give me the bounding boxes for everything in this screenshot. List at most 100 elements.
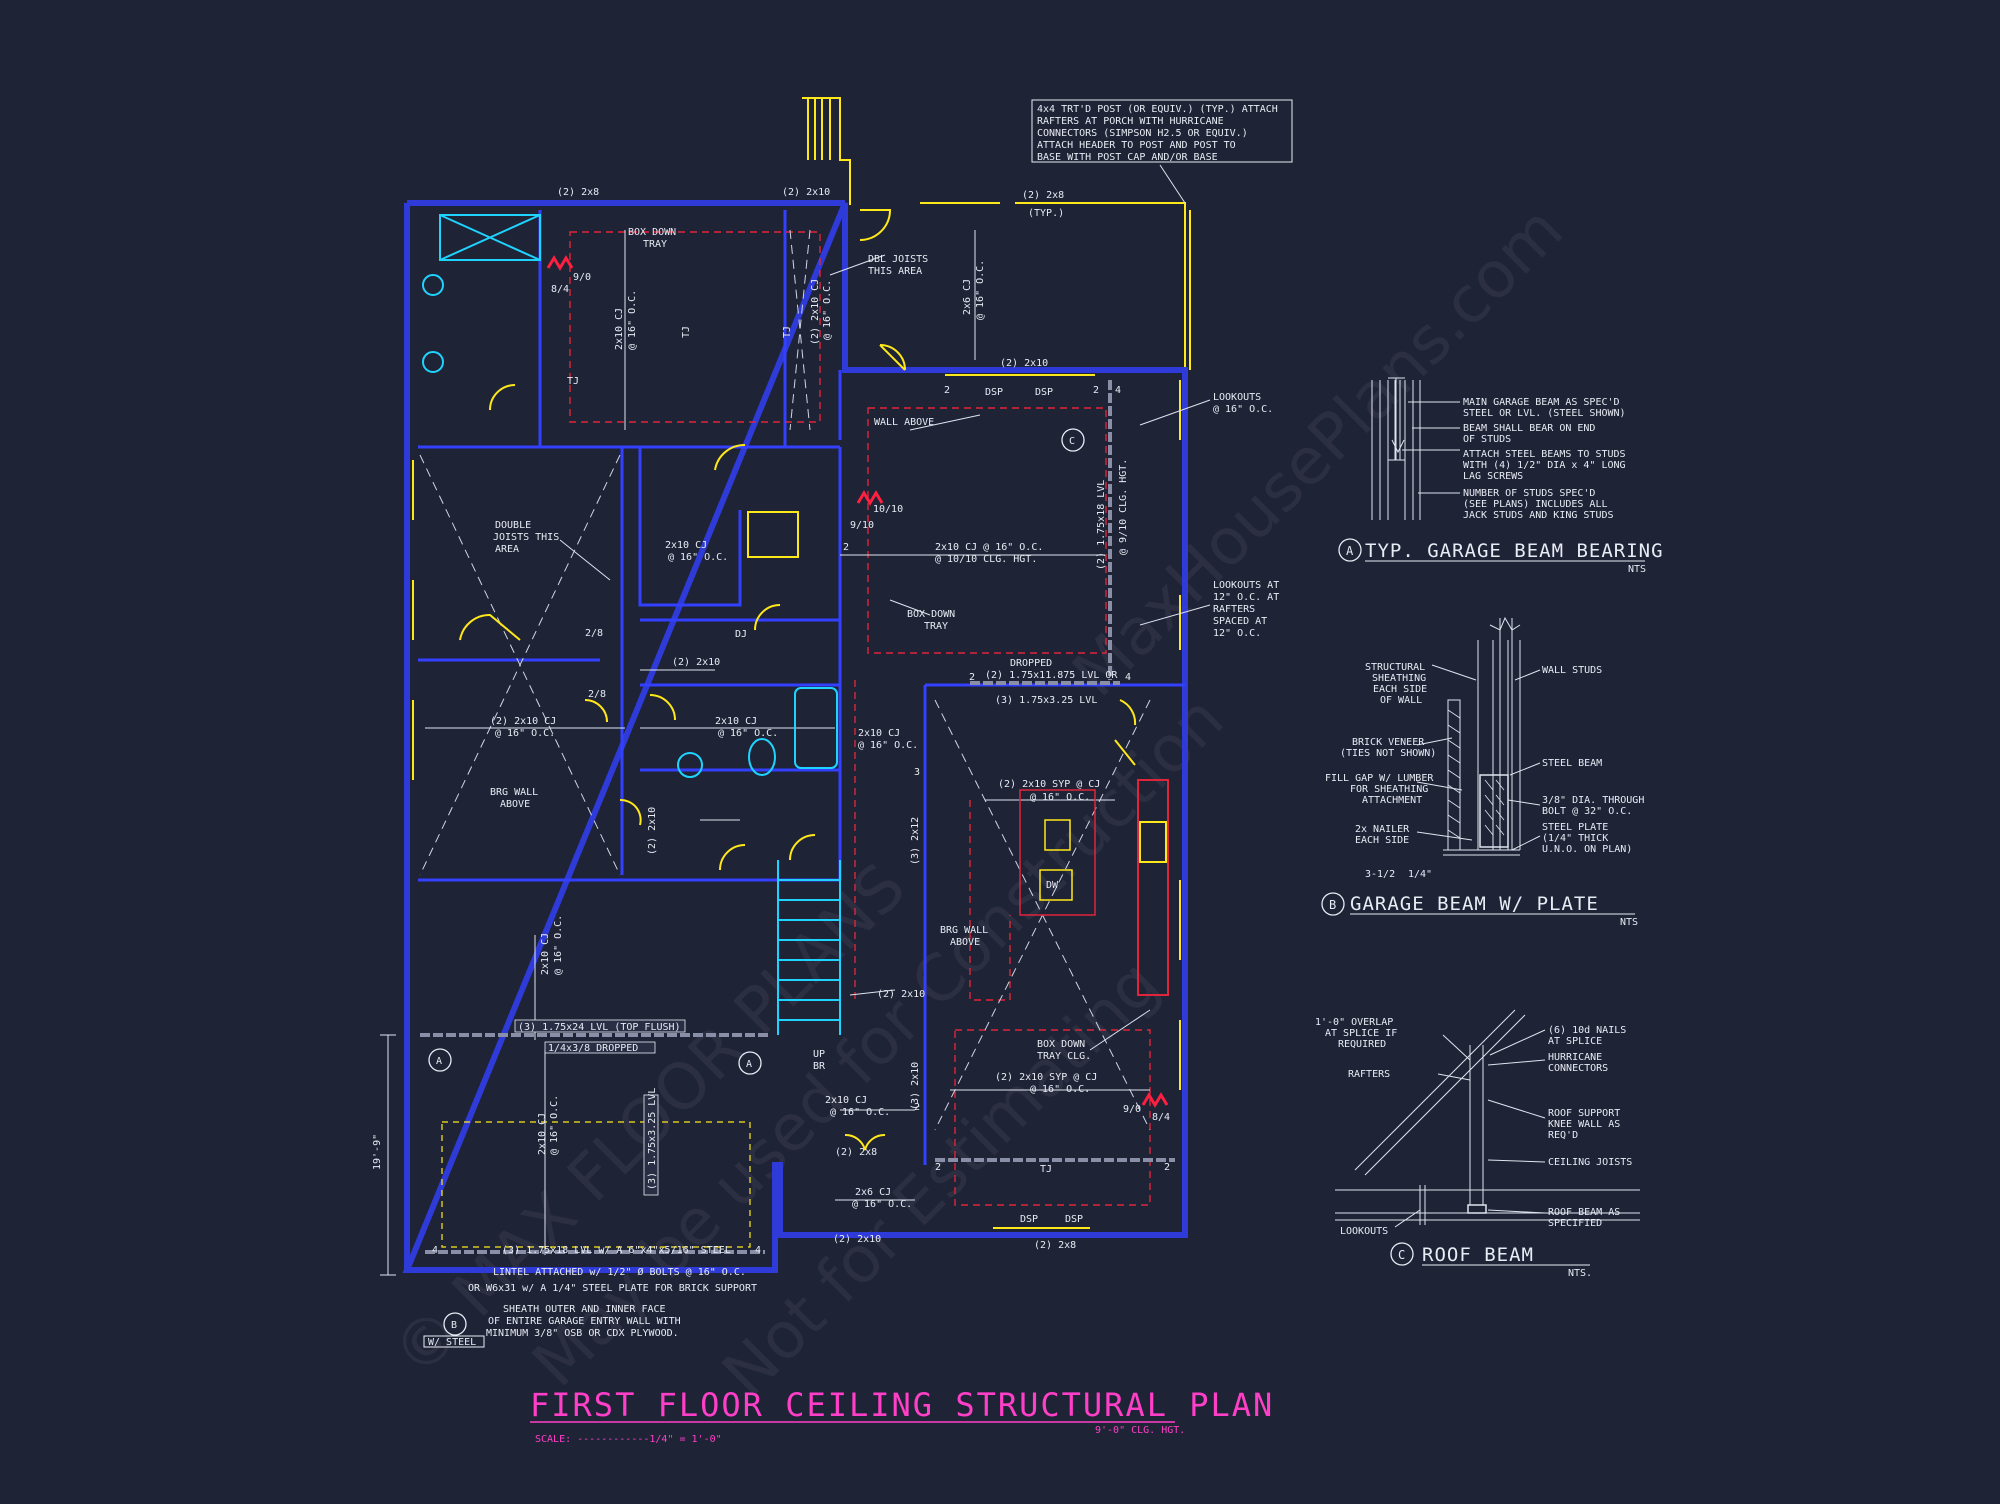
stair-up-label: UP — [813, 1049, 825, 1060]
cj-label: @ 16" O.C. — [852, 1199, 912, 1210]
header-label: (2) 2x10 — [647, 807, 658, 855]
header-label: (3) 2x12 — [910, 817, 921, 865]
wall-above-label: WALL ABOVE — [874, 417, 934, 428]
garage-depth-dim — [380, 1034, 396, 1276]
door-size: 9/0 — [573, 272, 591, 283]
post-count: 2 — [944, 385, 950, 396]
lintel-note: LINTEL ATTACHED w/ 1/2" Ø BOLTS @ 16" O.… — [493, 1266, 746, 1278]
header-label: (2) 2x10 — [877, 989, 925, 1000]
detail-a-note: NUMBER OF STUDS SPEC'D — [1463, 488, 1595, 499]
callout-a-circle — [428, 1048, 452, 1072]
detail-b-note: ATTACHMENT — [1362, 795, 1422, 806]
header-label: (2) 2x10 — [672, 657, 720, 668]
detail-b-note: STEEL PLATE — [1542, 822, 1608, 833]
cj-label: @ 16" O.C. — [718, 728, 778, 739]
sheet-title-block: FIRST FLOOR CEILING STRUCTURAL PLAN SCAL… — [530, 1386, 1272, 1445]
callout-c: C — [1069, 436, 1075, 447]
detail-a-note: BEAM SHALL BEAR ON END — [1463, 423, 1595, 434]
plan-labels: (2) 2x8 (2) 2x10 (2) 2x8 (TYP.) BOX DOWN… — [372, 187, 1279, 1348]
detail-c-lookout-post — [1419, 1185, 1426, 1225]
w-steel-box — [423, 1335, 485, 1348]
kitchen-counter — [1137, 779, 1169, 996]
sink-1 — [422, 274, 444, 296]
cj-label: @ 16" O.C. — [627, 290, 638, 350]
detail-c-roof-beam — [1467, 1204, 1487, 1214]
lookouts-label: RAFTERS — [1213, 604, 1255, 615]
dbl-joists-label: DBL JOISTS — [868, 254, 928, 265]
detail-b-break — [1489, 616, 1521, 631]
dsp-label: DSP — [1035, 387, 1053, 398]
tray-outline-2 — [867, 407, 1107, 654]
lvl-tag-box-v — [643, 1094, 659, 1196]
detail-a-steel-beam — [1388, 377, 1405, 461]
post-count: 3 — [914, 767, 920, 778]
sheet-ceiling-height: 9'-0" CLG. HGT. — [1095, 1425, 1185, 1436]
typ-label: (TYP.) — [1028, 208, 1064, 219]
door-size: 10/10 — [873, 504, 903, 515]
dsp-label: DSP — [1020, 1214, 1038, 1225]
detail-a-title: TYP. GARAGE BEAM BEARING — [1365, 540, 1664, 562]
cj-label: 2x10 CJ — [614, 308, 625, 350]
span-arrows — [425, 230, 1150, 1255]
garage-door-outline — [441, 1121, 751, 1248]
double-joist-x — [419, 454, 621, 876]
tj-label: TJ — [681, 326, 692, 338]
stair-br-label: BR — [813, 1061, 826, 1072]
detail-c-note: SPECIFIED — [1548, 1218, 1602, 1229]
dbl-joist-x — [789, 229, 811, 431]
lvl-tag-box-2 — [544, 1041, 656, 1054]
dimension-label: 19'-9" — [372, 1134, 383, 1170]
brg-wall-label: ABOVE — [500, 799, 530, 810]
porch-header — [920, 202, 1186, 370]
cj-label: @ 16" O.C. — [549, 1095, 560, 1155]
post-count: 2 — [843, 542, 849, 553]
detail-b-beam-hatch — [1484, 779, 1505, 836]
header-label: (2) 2x10 — [833, 1234, 881, 1245]
cj-label: @ 16" O.C. — [822, 280, 833, 340]
lvl-label: (3) 1.75x24 LVL (TOP FLUSH) — [518, 1022, 681, 1033]
brg-wall-label: BRG WALL — [940, 925, 988, 936]
detail-b-note: 3/8" DIA. THROUGH — [1542, 795, 1644, 806]
porch-note-line-5: BASE WITH POST CAP AND/OR BASE — [1037, 152, 1218, 163]
laundry-unit — [747, 511, 799, 558]
cj-label: 2x10 CJ @ 16" O.C. — [935, 542, 1043, 553]
cj-label: @ 16" O.C. — [668, 552, 728, 563]
door-size: 9/0 — [1123, 1104, 1141, 1115]
detail-c-letter: C — [1398, 1248, 1405, 1262]
detail-b-letter: B — [1329, 898, 1336, 912]
dsp-label: DSP — [985, 387, 1003, 398]
detail-c-ceiling-joists — [1335, 1189, 1640, 1221]
dbl-joists-label: THIS AREA — [868, 266, 922, 277]
detail-a-note: ATTACH STEEL BEAMS TO STUDS — [1463, 449, 1626, 460]
lookouts-label: 12" O.C. — [1213, 628, 1261, 639]
detail-b-note: (1/4" THICK — [1542, 833, 1608, 844]
detail-b-note: SHEATHING — [1372, 673, 1426, 684]
callout-a2: A — [746, 1059, 752, 1070]
post-count: 2 — [1164, 1162, 1170, 1173]
range — [1139, 821, 1167, 863]
clg-hgt-label: @ 9/10 CLG. HGT. — [1118, 459, 1129, 555]
detail-b-note: 2x NAILER — [1355, 824, 1410, 835]
lintel-note: OR W6x31 w/ A 1/4" STEEL PLATE FOR BRICK… — [468, 1283, 757, 1294]
post-count: 4 — [1125, 672, 1131, 683]
detail-c-note: LOOKOUTS — [1340, 1226, 1388, 1237]
detail-c-note: (6) 10d NAILS — [1548, 1025, 1626, 1036]
cj-label: 2x10 CJ — [858, 728, 900, 739]
dw-label: DW — [1046, 880, 1059, 891]
cj-label: 2x10 CJ — [665, 540, 707, 551]
tj-label: TJ — [1040, 1164, 1052, 1175]
sheet-scale: SCALE: ------------1/4" = 1'-0" — [535, 1434, 722, 1445]
detail-b-note: EACH SIDE — [1355, 835, 1409, 846]
detail-b-note: STEEL BEAM — [1542, 758, 1602, 769]
door-size: 8/4 — [551, 284, 569, 295]
door-size: 2/8 — [585, 628, 603, 639]
detail-c-note: RAFTERS — [1348, 1069, 1390, 1080]
lvl-label: (2) 1.75x11.875 LVL OR — [985, 670, 1118, 681]
detail-c-note: KNEE WALL AS — [1548, 1119, 1620, 1130]
cj-label: 2x10 CJ — [540, 933, 551, 975]
stair-stringers — [777, 860, 841, 1035]
detail-b-brick-hatch — [1447, 709, 1461, 839]
island-sink — [1044, 819, 1071, 851]
windows — [412, 374, 1181, 1229]
